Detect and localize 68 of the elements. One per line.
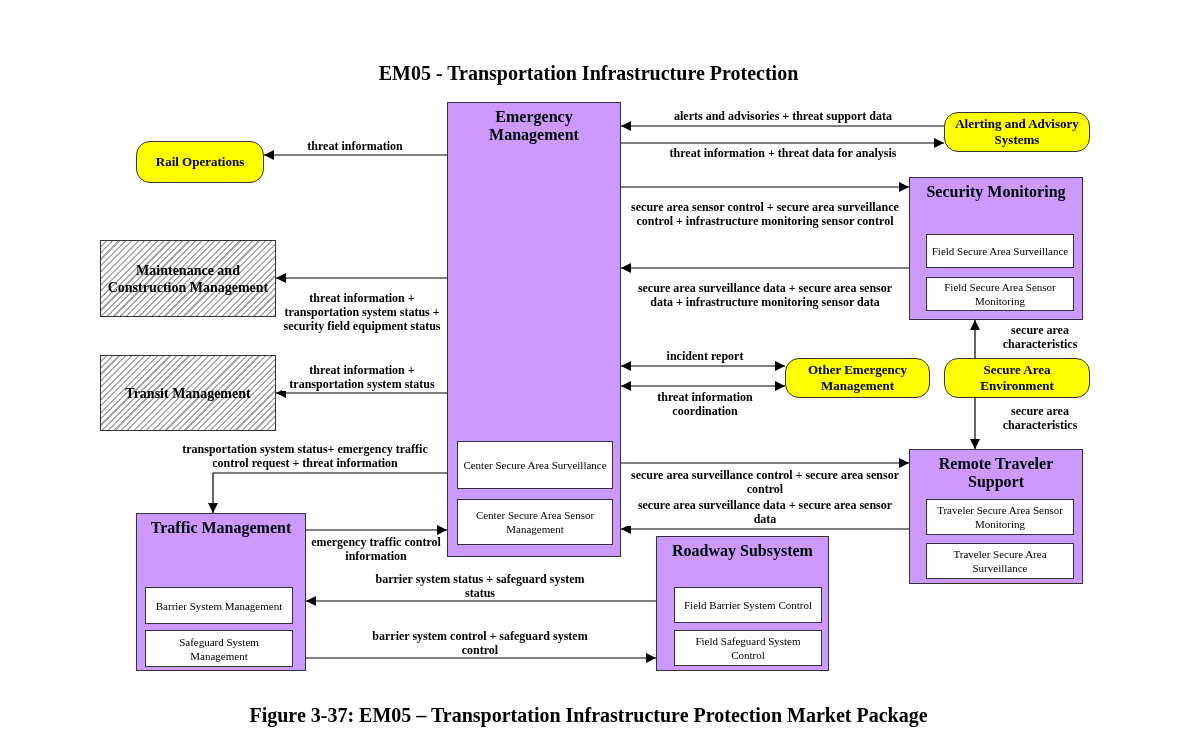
module-box bbox=[457, 441, 613, 489]
node-label: Other Emergency Management bbox=[806, 362, 908, 394]
module-box bbox=[926, 499, 1074, 535]
arrow bbox=[263, 150, 448, 160]
arrow bbox=[305, 525, 448, 535]
arrow bbox=[620, 182, 910, 192]
edge-label: threat information + threat data for analysis bbox=[669, 146, 897, 160]
system-box bbox=[909, 177, 1083, 320]
hatched-box bbox=[100, 355, 276, 431]
terminator-box bbox=[944, 112, 1090, 152]
arrow bbox=[620, 361, 786, 371]
arrow bbox=[275, 388, 448, 398]
arrow bbox=[208, 472, 448, 514]
terminator-box bbox=[785, 358, 930, 398]
module-box bbox=[145, 587, 293, 624]
module-box bbox=[457, 499, 613, 545]
node-label: Field Secure Area Sensor Monitoring bbox=[943, 280, 1057, 308]
module-box bbox=[145, 630, 293, 667]
node-label: Secure Area Environment bbox=[979, 362, 1055, 394]
diagram-title: EM05 - Transportation Infrastructure Protection bbox=[378, 62, 799, 85]
node-label: Traveler Secure Area Surveillance bbox=[952, 547, 1048, 575]
edge-label: secure area sensor control + secure area surveillance control + infrastructure monitoring sensor control bbox=[630, 200, 900, 228]
arrow bbox=[305, 653, 657, 663]
edge-label: threat information + transportation system status + security field equipment status bbox=[282, 291, 442, 333]
node-label: Transit Management bbox=[124, 384, 252, 402]
arrow bbox=[620, 458, 910, 468]
node-label: Traveler Secure Area Sensor Monitoring bbox=[936, 503, 1064, 531]
arrow bbox=[620, 121, 945, 131]
terminator-box bbox=[944, 358, 1090, 398]
edge-label: emergency traffic control information bbox=[308, 535, 444, 563]
box-title: Traffic Management bbox=[149, 519, 293, 537]
arrow bbox=[970, 397, 980, 450]
edge-label: incident report bbox=[666, 349, 744, 363]
node-label: Center Secure Area Surveillance bbox=[462, 458, 608, 472]
arrow bbox=[970, 319, 980, 359]
node-label: Maintenance and Construction Management bbox=[106, 261, 270, 296]
edge-label: alerts and advisories + threat support data bbox=[674, 109, 892, 123]
hatched-box bbox=[100, 240, 276, 317]
node-label: Field Safeguard System Control bbox=[694, 634, 802, 662]
node-label: Barrier System Management bbox=[154, 598, 284, 613]
box-title: Roadway Subsystem bbox=[671, 542, 814, 560]
node-label: Rail Operations bbox=[154, 154, 246, 170]
box-title: Emergency Management bbox=[488, 108, 580, 144]
module-box bbox=[674, 587, 822, 623]
arrow bbox=[620, 524, 910, 534]
box-title: Remote Traveler Support bbox=[937, 455, 1055, 491]
figure-caption: Figure 3-37: EM05 – Transportation Infrastructure Protection Market Package bbox=[249, 704, 928, 727]
node-label: Alerting and Advisory Systems bbox=[954, 116, 1080, 148]
module-box bbox=[926, 543, 1074, 579]
node-label: Field Secure Area Surveillance bbox=[930, 244, 1070, 258]
system-box bbox=[909, 449, 1083, 584]
system-box bbox=[136, 513, 306, 671]
module-box bbox=[674, 630, 822, 666]
terminator-box bbox=[136, 141, 264, 183]
box-title: Security Monitoring bbox=[925, 183, 1067, 201]
module-box bbox=[926, 277, 1074, 311]
node-label: Field Barrier System Control bbox=[683, 598, 813, 612]
node-label: Center Secure Area Sensor Management bbox=[474, 508, 596, 536]
arrow bbox=[305, 596, 657, 606]
arrow bbox=[620, 381, 786, 391]
system-box bbox=[447, 102, 621, 557]
system-box bbox=[656, 536, 829, 671]
arrow bbox=[275, 273, 448, 283]
arrow bbox=[620, 263, 910, 273]
module-box bbox=[926, 234, 1074, 268]
node-label: Safeguard System Management bbox=[178, 634, 260, 663]
arrow bbox=[620, 138, 945, 148]
edge-label: threat information bbox=[307, 139, 403, 153]
